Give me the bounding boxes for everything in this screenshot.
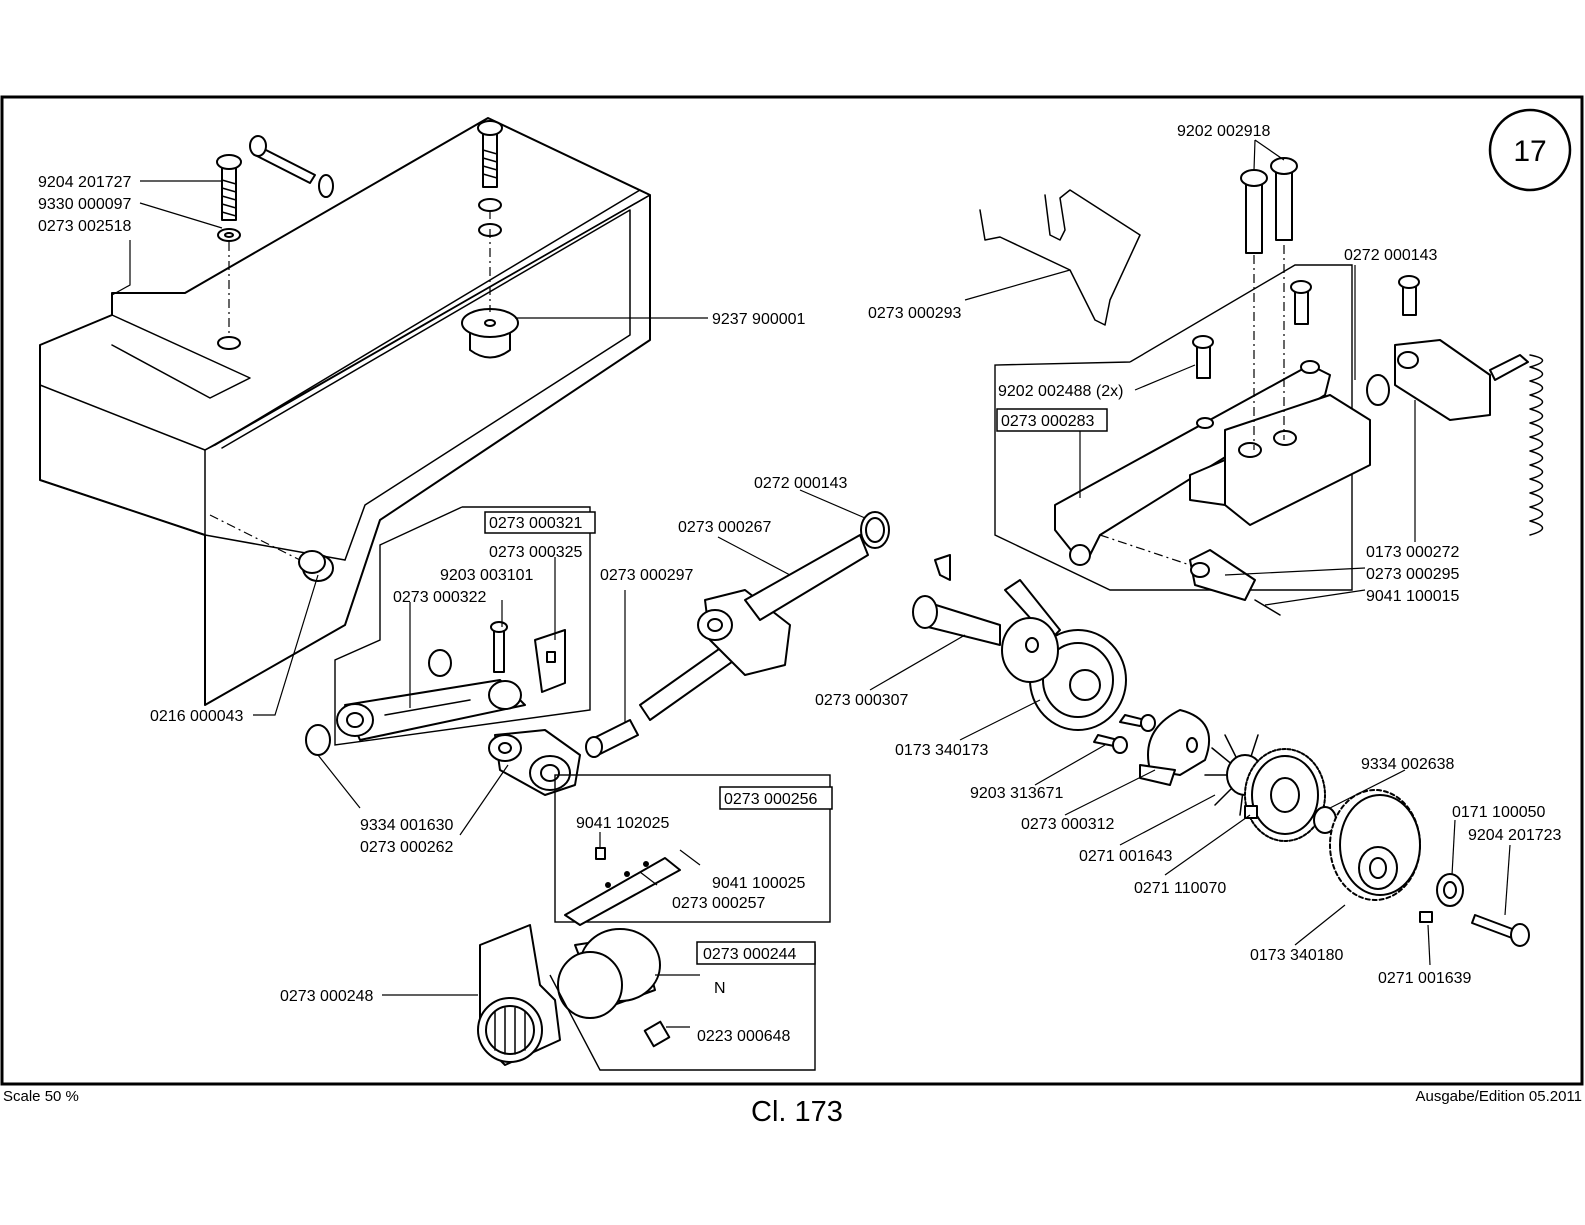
label-0273-002518: 0273 002518 <box>38 218 132 235</box>
screw-9202-002488-a <box>1192 335 1214 379</box>
label-0173-000272: 0173 000272 <box>1366 544 1460 561</box>
block-0273-000283 <box>1054 360 1371 566</box>
label-0272-000143-b: 0272 000143 <box>1344 247 1438 264</box>
plug-0216-000043 <box>298 550 334 582</box>
washer-9334-001630 <box>305 724 331 756</box>
label-0273-000297: 0273 000297 <box>600 567 694 584</box>
setscrew-0223-000648 <box>643 1020 671 1048</box>
label-0273-000293: 0273 000293 <box>868 305 962 322</box>
label-0273-000307: 0273 000307 <box>815 692 909 709</box>
label-0273-000295: 0273 000295 <box>1366 566 1460 583</box>
coil-spring <box>1529 354 1544 536</box>
footer-edition: Ausgabe/Edition 05.2011 <box>1415 1088 1582 1105</box>
footer: Scale 50 % Cl. 173 Ausgabe/Edition 05.20… <box>3 1088 1582 1128</box>
label-0272-000143-a: 0272 000143 <box>754 475 848 492</box>
label-9330-000097: 9330 000097 <box>38 196 132 213</box>
group-box-0273-000256 <box>554 774 831 923</box>
label-0273-000322: 0273 000322 <box>393 589 487 606</box>
label-9204-201723: 9204 201723 <box>1468 827 1562 844</box>
shaft-0273-000267 <box>639 534 869 721</box>
ring-0272-000143-b <box>1366 374 1390 406</box>
label-box-0273-000283 <box>996 408 1108 432</box>
label-0216-000043: 0216 000043 <box>150 708 244 725</box>
label-0173-340180: 0173 340180 <box>1250 947 1344 964</box>
label-9041-100015: 9041 100015 <box>1366 588 1460 605</box>
lever-0273-000262 <box>488 729 581 796</box>
label-9237-900001: 9237 900001 <box>712 311 806 328</box>
footer-scale: Scale 50 % <box>3 1088 79 1105</box>
washer-small-a <box>428 649 452 677</box>
cover-hole <box>217 336 241 350</box>
leader-lines <box>111 139 1511 1028</box>
washer-0171-100050 <box>1436 873 1464 907</box>
label-0273-000267: 0273 000267 <box>678 519 772 536</box>
label-9204-201727: 9204 201727 <box>38 174 132 191</box>
page-number: 17 <box>1513 135 1546 168</box>
gear-0271-110070 <box>1244 748 1326 842</box>
label-box-0273-000244 <box>696 941 816 965</box>
label-0273-000257: 0273 000257 <box>672 895 766 912</box>
label-9202-002488: 9202 002488 (2x) <box>998 383 1123 400</box>
label-0171-100050: 0171 100050 <box>1452 804 1546 821</box>
label-0273-000248: 0273 000248 <box>280 988 374 1005</box>
label-0271-001639: 0271 001639 <box>1378 970 1472 987</box>
knob-9237-900001 <box>461 308 519 359</box>
ring-0272-000143-a-inner <box>865 517 885 543</box>
link-0273-000322 <box>336 679 526 741</box>
setscrew-9041-102025 <box>595 847 606 860</box>
wheel-0173-340180 <box>1329 789 1421 901</box>
label-0271-110070: 0271 110070 <box>1134 880 1226 897</box>
group-outline-0273-000321 <box>334 506 591 746</box>
screws-9203-313671 <box>1093 714 1156 754</box>
label-9202-002918: 9202 002918 <box>1177 123 1271 140</box>
screw-9204-201723 <box>1471 914 1530 947</box>
spring-wire-0273-000293 <box>979 189 1141 326</box>
label-9203-313671: 9203 313671 <box>970 785 1064 802</box>
plate-0273-000312 <box>1139 709 1210 786</box>
screws-9202-002918 <box>1240 157 1298 254</box>
screw-top-diagonal <box>249 135 334 198</box>
pin-0273-000257 <box>564 857 681 926</box>
sleeve-0273-000297 <box>585 719 639 758</box>
label-box-0273-000321 <box>484 511 596 534</box>
cover-housing <box>39 117 651 706</box>
bushing-0273-000244 <box>557 928 661 1019</box>
label-0173-340173: 0173 340173 <box>895 742 989 759</box>
diagram-frame <box>0 95 1584 1086</box>
block-0173-000272 <box>1394 339 1529 421</box>
label-0273-000244: 0273 000244 <box>703 946 797 963</box>
label-9041-102025: 9041 102025 <box>576 815 670 832</box>
footer-model: Cl. 173 <box>751 1096 843 1128</box>
screw-9202-002488-b <box>1290 280 1312 325</box>
label-box-0273-000256 <box>719 786 833 810</box>
label-N: N <box>714 980 726 997</box>
label-0271-001643: 0271 001643 <box>1079 848 1173 865</box>
label-0273-000256: 0273 000256 <box>724 791 818 808</box>
label-9041-100025: 9041 100025 <box>712 875 806 892</box>
label-0273-000321: 0273 000321 <box>489 515 583 532</box>
screw-9204-201727 <box>216 154 242 242</box>
hook-0173-340173 <box>1001 579 1127 731</box>
label-0273-000283: 0273 000283 <box>1001 413 1095 430</box>
part-labels: 9204 201727 9330 000097 0273 002518 9237… <box>38 123 1562 1045</box>
setscrew-0271-001639 <box>1419 911 1433 923</box>
shaft-0273-000307 <box>912 554 1001 646</box>
screw-9203-003101 <box>490 621 508 673</box>
label-9334-002638: 9334 002638 <box>1361 756 1455 773</box>
screw-block-right <box>1398 275 1420 316</box>
label-9203-003101: 9203 003101 <box>440 567 534 584</box>
holder-0273-000248 <box>477 924 561 1066</box>
label-0273-000312: 0273 000312 <box>1021 816 1115 833</box>
plate-0273-000325 <box>534 629 566 693</box>
label-0223-000648: 0223 000648 <box>697 1028 791 1045</box>
screw-top-right <box>477 120 503 237</box>
label-0273-000262: 0273 000262 <box>360 839 454 856</box>
page-number-badge: 17 <box>1488 108 1572 192</box>
link-0273-000295 <box>1189 549 1281 616</box>
label-9334-001630: 9334 001630 <box>360 817 454 834</box>
label-0273-000325: 0273 000325 <box>489 544 583 561</box>
